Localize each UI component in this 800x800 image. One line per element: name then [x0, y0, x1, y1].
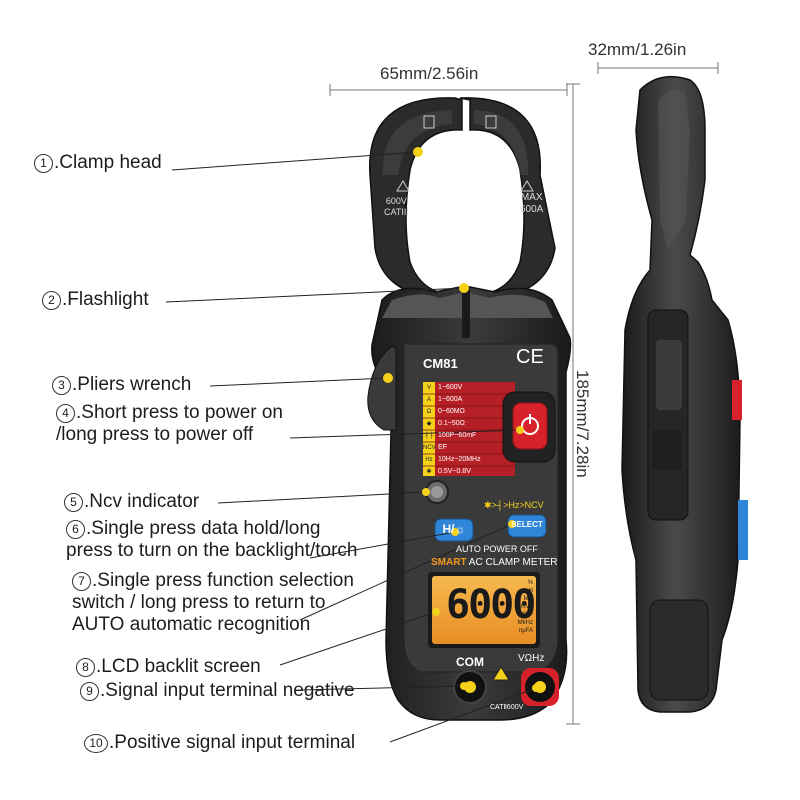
- spec-row: Hz 10Hz~20MHz: [423, 454, 515, 466]
- callout-negative-terminal: 9.Signal input terminal negative: [80, 680, 355, 702]
- spec-value: 100P~60mF: [438, 432, 477, 439]
- spec-row: A 1~600A: [423, 394, 515, 406]
- spec-table-rows: [423, 382, 515, 476]
- model-label: CM81: [423, 356, 458, 371]
- spec-symbol: Ω: [426, 409, 432, 415]
- callout-text: .Single press function selection: [92, 570, 354, 591]
- callout-number: 6: [66, 520, 85, 539]
- lcd-reading: 6000: [446, 582, 536, 628]
- lcd-small-labels: % H MΩ mVA °C°F MkHz nμFA: [513, 579, 533, 635]
- callout-power-button: 4.Short press to power on /long press to…: [56, 402, 283, 446]
- callout-text: .LCD backlit screen: [96, 656, 261, 677]
- lcd-unit-label: mVA: [520, 604, 533, 610]
- jaw-right-rating-1: MAX: [520, 192, 543, 203]
- front-view: [367, 97, 572, 721]
- callout-number: 10: [84, 734, 108, 753]
- callout-number: 8: [76, 658, 95, 677]
- callout-number: 3: [52, 376, 71, 395]
- cat-rating-label: CATⅡ600V: [490, 704, 524, 711]
- jaw-right-rating: MAX 600A: [520, 192, 543, 216]
- auto-power-off-label: AUTO POWER OFF: [456, 544, 538, 554]
- callout-number: 4: [56, 404, 75, 423]
- callout-text: .Flashlight: [62, 289, 149, 310]
- spec-symbol: Hz: [425, 457, 433, 463]
- jaw-left-rating-2: CATIII: [384, 207, 409, 217]
- spec-value: 1~600V: [438, 384, 463, 391]
- callout-pliers-wrench: 3.Pliers wrench: [52, 374, 191, 396]
- select-button[interactable]: SELECT: [511, 520, 543, 529]
- spec-symbol: V: [426, 385, 431, 391]
- callout-text: .Ncv indicator: [84, 491, 200, 512]
- callout-number: 7: [72, 572, 91, 591]
- ce-mark: CE: [516, 346, 544, 368]
- lcd-screen: 6000 % H MΩ mVA °C°F MkHz nμFA: [432, 576, 536, 644]
- callout-text: press to turn on the backlight/torch: [66, 540, 358, 561]
- callout-select-button: 7.Single press function selection switch…: [72, 570, 354, 636]
- depth-dimension: 32mm/1.26in: [588, 40, 687, 59]
- hold-backlight-button[interactable]: H/☼: [442, 522, 466, 536]
- callout-hold-button: 6.Single press data hold/long press to t…: [66, 518, 358, 562]
- callout-text: switch / long press to return to: [72, 592, 326, 613]
- spec-symbol: ◆: [426, 421, 432, 427]
- spec-row: ◆ 0.1~50Ω: [423, 418, 515, 430]
- callout-text: .Single press data hold/long: [86, 518, 321, 539]
- leader-lines: [165, 151, 537, 743]
- callout-number: 1: [34, 154, 53, 173]
- spec-row: ✱ 0.5V~0.8V: [423, 466, 515, 478]
- spec-value: 0.1~50Ω: [438, 420, 465, 427]
- lcd-unit-label: MkHz: [517, 620, 533, 626]
- width-dimension: 65mm/2.56in: [380, 64, 479, 83]
- lcd-unit-label: °C°F: [520, 612, 533, 618]
- callout-lcd-screen: 8.LCD backlit screen: [76, 656, 261, 678]
- callout-clamp-head: 1.Clamp head: [34, 152, 162, 174]
- callout-text: /long press to power off: [56, 424, 254, 445]
- callout-ncv-indicator: 5.Ncv indicator: [64, 491, 199, 513]
- callout-markers: [383, 147, 540, 692]
- callout-text: .Pliers wrench: [72, 374, 192, 395]
- meter-title-row: SMART AC CLAMP METER: [431, 557, 558, 568]
- callout-text: .Signal input terminal negative: [100, 680, 355, 701]
- spec-symbol: A: [426, 397, 431, 403]
- spec-row: Ω 0~60MΩ: [423, 406, 515, 418]
- spec-value: EF: [438, 444, 447, 451]
- lcd-unit-label: H: [528, 588, 533, 594]
- callout-text: .Clamp head: [54, 152, 162, 173]
- callout-number: 9: [80, 682, 99, 701]
- callout-flashlight: 2.Flashlight: [42, 289, 149, 311]
- spec-row: V 1~600V: [423, 382, 515, 394]
- spec-symbol: ✱: [426, 469, 432, 475]
- callout-number: 5: [64, 493, 83, 512]
- spec-symbol: ┤├: [424, 433, 434, 439]
- mode-sequence: ✱>┤>Hz>NCV: [484, 500, 544, 510]
- lcd-unit-label: nμFA: [518, 628, 533, 634]
- v-terminal-label: VΩHz: [518, 653, 545, 664]
- callout-text: .Short press to power on: [76, 402, 283, 423]
- spec-value: 10Hz~20MHz: [438, 456, 481, 463]
- spec-value: 0.5V~0.8V: [438, 468, 471, 475]
- spec-value: 1~600A: [438, 396, 463, 403]
- spec-symbol: NCV: [423, 445, 436, 451]
- callout-text: .Positive signal input terminal: [109, 732, 356, 753]
- callout-number: 2: [42, 291, 61, 310]
- jaw-left-rating-1: 600V: [385, 196, 407, 206]
- side-view: [621, 75, 748, 713]
- spec-value: 0~60MΩ: [438, 408, 465, 415]
- height-dimension: 185mm/7.28in: [573, 370, 592, 478]
- lcd-unit-label: MΩ: [523, 596, 533, 602]
- jaw-right-rating-2: 600A: [520, 204, 544, 215]
- callout-text: AUTO automatic recognition: [72, 614, 311, 635]
- lcd-unit-label: %: [527, 580, 533, 586]
- callout-positive-terminal: 10.Positive signal input terminal: [84, 732, 355, 754]
- brand-word: SMART: [431, 557, 467, 568]
- com-terminal-label: COM: [456, 655, 484, 669]
- spec-row: ┤├ 100P~60mF: [423, 430, 515, 442]
- meter-title: AC CLAMP METER: [468, 557, 558, 568]
- dimension-lines: [329, 62, 719, 725]
- jaw-left-rating: 600V CATIII: [384, 196, 409, 218]
